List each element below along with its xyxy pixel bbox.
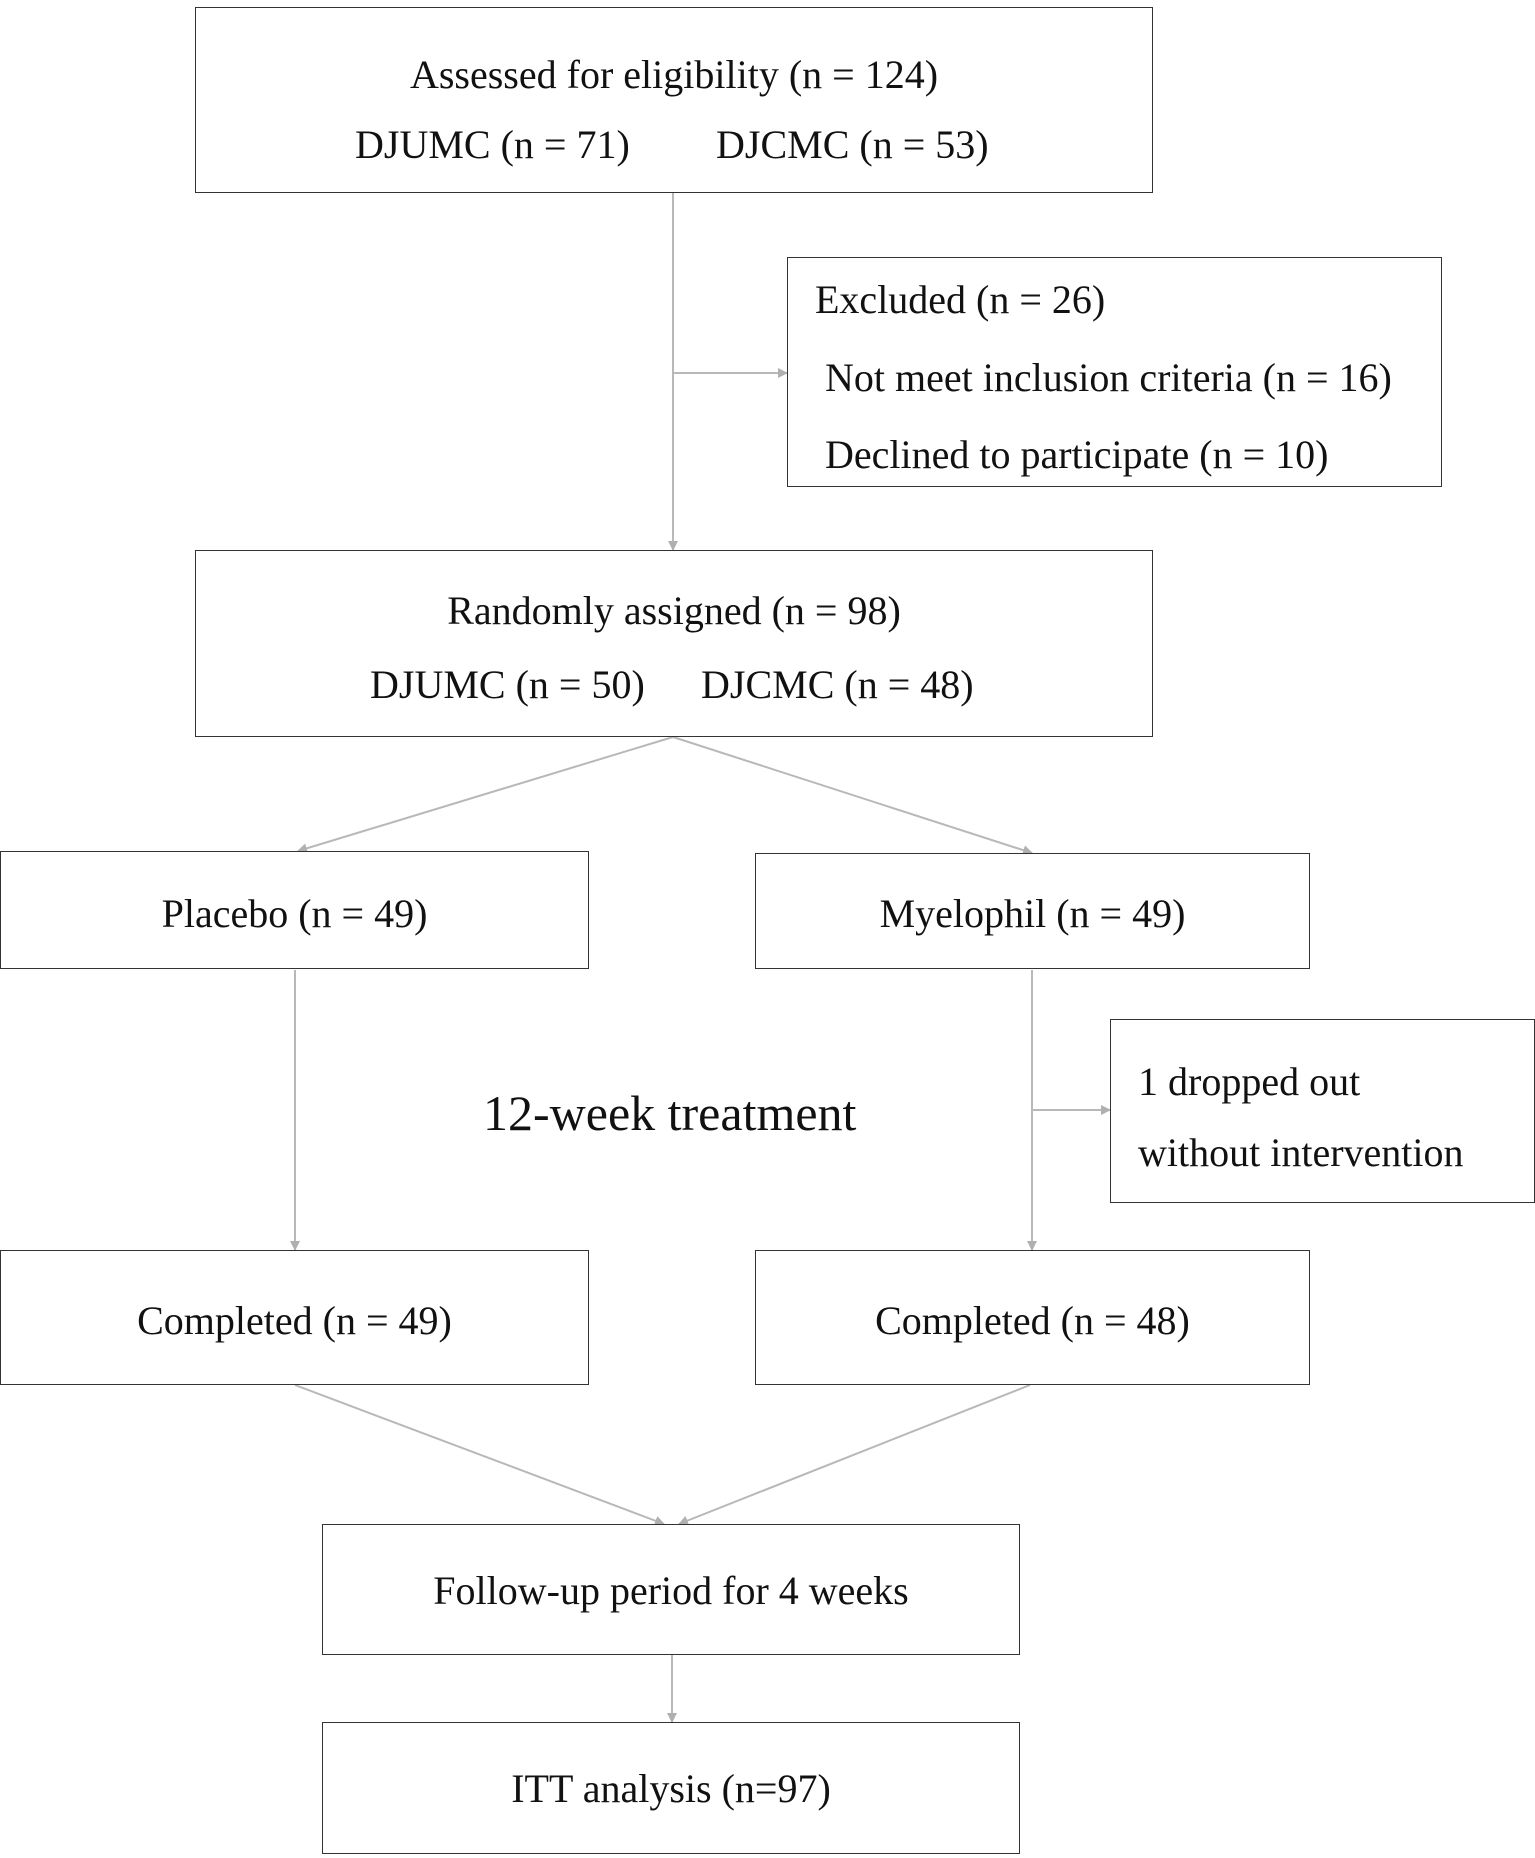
excluded-reason-declined: Declined to participate (n = 10) bbox=[825, 432, 1329, 477]
dropout-line2: without intervention bbox=[1138, 1130, 1464, 1175]
excluded-box: Excluded (n = 26) Not meet inclusion cri… bbox=[787, 257, 1442, 487]
placebo-box: Placebo (n = 49) bbox=[0, 851, 589, 969]
assessed-box: Assessed for eligibility (n = 124) DJUMC… bbox=[195, 7, 1153, 193]
placebo-label: Placebo (n = 49) bbox=[161, 891, 428, 936]
myelophil-label: Myelophil (n = 49) bbox=[879, 891, 1186, 936]
arrow-randomized-to-myelophil bbox=[672, 736, 1033, 855]
randomized-site-djcmc: DJCMC (n = 48) bbox=[701, 662, 974, 707]
followup-box: Follow-up period for 4 weeks bbox=[322, 1524, 1020, 1655]
completed-myelophil-box: Completed (n = 48) bbox=[755, 1250, 1310, 1385]
followup-label: Follow-up period for 4 weeks bbox=[433, 1568, 909, 1613]
assessed-site-djcmc: DJCMC (n = 53) bbox=[716, 122, 989, 167]
itt-label: ITT analysis (n=97) bbox=[511, 1766, 831, 1811]
dropout-box: 1 dropped out without intervention bbox=[1110, 1019, 1535, 1203]
assessed-site-djumc: DJUMC (n = 71) bbox=[355, 122, 630, 167]
completed-placebo-box: Completed (n = 49) bbox=[0, 1250, 589, 1385]
randomized-site-djumc: DJUMC (n = 50) bbox=[370, 662, 645, 707]
randomized-box: Randomly assigned (n = 98) DJUMC (n = 50… bbox=[195, 550, 1153, 737]
assessed-title: Assessed for eligibility (n = 124) bbox=[409, 52, 939, 97]
arrow-completed-myelophil-to-followup bbox=[678, 1384, 1031, 1526]
itt-box: ITT analysis (n=97) bbox=[322, 1722, 1020, 1854]
arrow-randomized-to-placebo bbox=[297, 736, 674, 854]
treatment-label: 12-week treatment bbox=[483, 1085, 857, 1141]
completed-placebo-label: Completed (n = 49) bbox=[137, 1298, 452, 1343]
randomized-title: Randomly assigned (n = 98) bbox=[447, 588, 901, 633]
dropout-line1: 1 dropped out bbox=[1138, 1059, 1361, 1104]
excluded-title: Excluded (n = 26) bbox=[815, 277, 1106, 322]
myelophil-box: Myelophil (n = 49) bbox=[755, 853, 1310, 969]
completed-myelophil-label: Completed (n = 48) bbox=[875, 1298, 1190, 1343]
excluded-reason-criteria: Not meet inclusion criteria (n = 16) bbox=[825, 355, 1392, 400]
arrow-completed-placebo-to-followup bbox=[294, 1384, 665, 1526]
